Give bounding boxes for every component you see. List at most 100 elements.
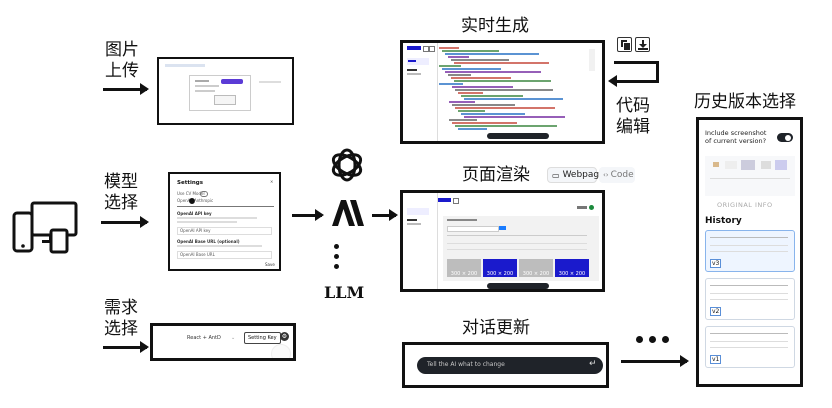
arrow-from-llm bbox=[372, 209, 398, 221]
label-code-edit: 代码 编辑 bbox=[616, 96, 650, 137]
code-line bbox=[461, 113, 525, 115]
settings-title: Settings bbox=[177, 180, 203, 186]
code-line bbox=[439, 47, 459, 49]
code-line bbox=[442, 50, 499, 52]
history-item-v2[interactable]: v2 bbox=[705, 278, 795, 320]
code-line bbox=[464, 116, 565, 118]
copy-icon[interactable] bbox=[617, 37, 632, 52]
dot-3 bbox=[334, 264, 339, 269]
code-lines bbox=[439, 47, 599, 131]
arrow-requirement bbox=[103, 341, 149, 353]
code-line bbox=[464, 98, 563, 100]
render-tile-1: 300 × 200 bbox=[447, 259, 481, 277]
code-line bbox=[451, 59, 509, 61]
include-screenshot-toggle[interactable] bbox=[777, 133, 793, 142]
code-line bbox=[449, 101, 475, 103]
history-item-v3[interactable]: v3 bbox=[705, 230, 795, 272]
thumb-upload-screen bbox=[157, 57, 294, 125]
code-line bbox=[449, 119, 477, 121]
code-line bbox=[448, 56, 469, 58]
version-badge: v2 bbox=[710, 307, 722, 316]
llm-label: LLM bbox=[324, 283, 365, 302]
rendered-page-view: 300 × 200 300 × 200 300 × 200 300 × 200 bbox=[400, 190, 605, 292]
code-line bbox=[451, 77, 511, 79]
label-render: 页面渲染 bbox=[462, 165, 530, 185]
include-screenshot-label: Include screenshot of current version? bbox=[705, 129, 767, 145]
code-line bbox=[452, 104, 515, 106]
close-icon[interactable]: ✕ bbox=[270, 179, 274, 184]
tab-webpage[interactable]: ▭ Webpage bbox=[547, 167, 605, 183]
arrow-model bbox=[101, 216, 149, 228]
code-line bbox=[445, 53, 539, 55]
download-icon[interactable] bbox=[635, 37, 650, 52]
label-model-select: 模型 选择 bbox=[104, 172, 138, 213]
code-edit-loop bbox=[614, 61, 659, 83]
code-line bbox=[458, 128, 487, 130]
base-url-input[interactable]: OpenAI Base URL bbox=[177, 251, 272, 259]
version-badge: v1 bbox=[710, 355, 722, 364]
render-tile-4: 300 × 200 bbox=[555, 259, 589, 277]
gear-icon[interactable]: ⚙ bbox=[280, 332, 289, 341]
openai-logo-icon bbox=[331, 148, 363, 182]
code-line bbox=[458, 92, 483, 94]
ellipsis-dot-1 bbox=[636, 336, 643, 343]
code-line bbox=[455, 125, 557, 127]
ellipsis-dot-3 bbox=[662, 336, 669, 343]
version-badge: v3 bbox=[710, 259, 722, 268]
label-chat-update: 对话更新 bbox=[462, 318, 530, 338]
code-line bbox=[461, 95, 523, 97]
code-line bbox=[439, 65, 461, 67]
tab-code[interactable]: ‹› Code bbox=[599, 167, 635, 183]
render-tile-3: 300 × 200 bbox=[519, 259, 553, 277]
api-key-label: OpenAI API key bbox=[177, 211, 212, 216]
radio-selected-icon[interactable] bbox=[189, 198, 195, 204]
send-icon[interactable]: ↵ bbox=[589, 359, 597, 369]
framework-select[interactable]: React + AntD bbox=[187, 335, 221, 341]
history-heading: History bbox=[705, 216, 742, 226]
chat-input[interactable]: Tell the AI what to change ↵ bbox=[417, 357, 603, 374]
label-history-select: 历史版本选择 bbox=[694, 92, 796, 112]
openai-radio[interactable]: OpenAI bbox=[177, 198, 192, 203]
dot-2 bbox=[334, 254, 339, 259]
label-image-upload: 图片 上传 bbox=[105, 40, 139, 81]
code-line bbox=[458, 110, 485, 112]
code-line bbox=[454, 80, 551, 82]
code-line bbox=[454, 62, 549, 64]
realtime-code-view bbox=[400, 40, 605, 144]
history-item-v1[interactable]: v1 bbox=[705, 326, 795, 368]
code-line bbox=[455, 107, 555, 109]
anthropic-radio[interactable]: Anthropic bbox=[194, 198, 214, 203]
history-panel: Include screenshot of current version? O… bbox=[696, 117, 803, 387]
code-line bbox=[452, 86, 513, 88]
ellipsis-dot-2 bbox=[649, 336, 656, 343]
api-key-input[interactable]: OpenAI API key bbox=[177, 227, 272, 235]
code-line bbox=[455, 89, 553, 91]
label-realtime: 实时生成 bbox=[461, 16, 529, 36]
chat-input-frame: Tell the AI what to change ↵ bbox=[402, 342, 609, 388]
arrow-to-llm bbox=[292, 209, 324, 221]
dot-1 bbox=[334, 244, 339, 249]
chevron-down-icon: ⌄ bbox=[231, 335, 236, 341]
code-line bbox=[445, 71, 541, 73]
arrowhead-left bbox=[608, 75, 617, 87]
settings-dialog[interactable]: Settings ✕ Use CV Model OpenAI Anthropic… bbox=[168, 172, 281, 271]
code-line bbox=[452, 122, 517, 124]
devices-icon bbox=[12, 201, 78, 254]
code-line bbox=[439, 83, 463, 85]
code-icon: ‹› bbox=[603, 171, 609, 179]
code-line bbox=[442, 68, 501, 70]
save-button[interactable]: Save bbox=[265, 262, 275, 267]
chat-placeholder: Tell the AI what to change bbox=[427, 361, 505, 368]
use-cv-toggle[interactable] bbox=[200, 191, 208, 197]
anthropic-logo-icon bbox=[332, 200, 364, 226]
code-line bbox=[448, 74, 471, 76]
original-screenshot bbox=[705, 156, 795, 196]
requirement-bar: React + AntD ⌄ Setting Key ⚙ bbox=[150, 323, 296, 361]
render-tile-2: 300 × 200 bbox=[483, 259, 517, 277]
chat-mini-bar bbox=[487, 133, 549, 139]
base-url-label: OpenAI Base URL (optional) bbox=[177, 239, 240, 244]
monitor-icon: ▭ bbox=[552, 170, 560, 180]
original-info-label: ORIGINAL INFO bbox=[717, 201, 773, 209]
setting-key-button[interactable]: Setting Key bbox=[244, 332, 281, 344]
arrow-to-history bbox=[621, 355, 689, 367]
